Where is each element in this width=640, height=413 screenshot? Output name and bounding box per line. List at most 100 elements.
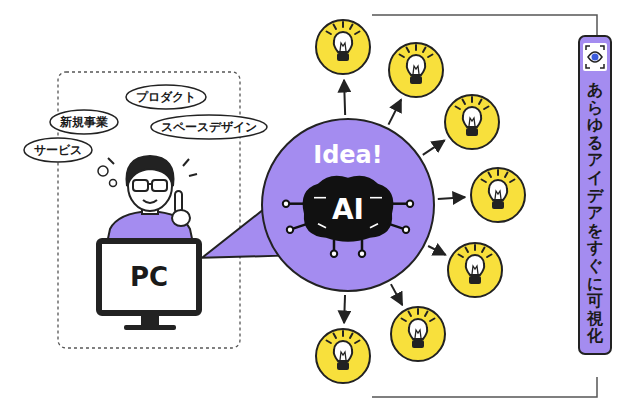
lightbulb-icon [484, 107, 488, 110]
lightbulb-icon [334, 334, 337, 338]
lightbulb-icon [415, 45, 417, 50]
lightbulb-icon [355, 32, 359, 35]
eye-icon [583, 43, 607, 71]
lightbulb-icon [407, 55, 425, 75]
lightbulb-icon [350, 334, 353, 338]
ai-idea-circle: Idea!AI [261, 118, 435, 292]
eye-icon [588, 52, 602, 62]
thought-bubble-outline [50, 110, 118, 134]
arrow-line [438, 197, 465, 199]
bracket-line [372, 377, 597, 397]
lightbulb-icon [428, 55, 432, 58]
person-figure [189, 174, 197, 176]
arrow-line [343, 295, 346, 323]
lightbulb-icon [402, 319, 406, 322]
thought-bubble: 新規事業 [49, 109, 119, 135]
lightbulb-icon [337, 362, 349, 370]
lightbulb-icon [316, 329, 370, 383]
lightbulb-icon [389, 43, 443, 97]
brain-icon [283, 200, 289, 206]
lightbulb-icon [413, 66, 419, 74]
bar-caption: あらゆるアイデアをすぐに可視化 [587, 81, 603, 345]
person-figure [172, 210, 190, 226]
circle-label: AI [332, 194, 364, 226]
lightbulb-icon [495, 191, 501, 199]
thought-bubble-outline [126, 85, 206, 109]
lightbulb-icon [425, 312, 428, 316]
bubble-label: サービス [23, 137, 93, 163]
bubble-label: プロダクト [125, 84, 207, 110]
lightbulb-icon [448, 243, 502, 297]
monitor-stand [124, 325, 176, 330]
lightbulb-icon [482, 248, 485, 252]
lightbulb-icon [391, 307, 445, 361]
arrow-line [388, 99, 401, 124]
lightbulb-icon [334, 32, 352, 52]
lightbulb-icon [482, 180, 486, 183]
bubble-label: 新規事業 [49, 109, 119, 135]
lightbulb-icon [430, 319, 434, 322]
lightbulb-icon [327, 32, 331, 35]
arrow-line [391, 284, 402, 305]
lightbulb-icon [337, 53, 349, 61]
lightbulb-icon [474, 245, 476, 250]
monitor-stand [124, 314, 176, 330]
brain-icon [403, 226, 409, 232]
person-figure [106, 156, 197, 248]
lightbulb-icon [342, 331, 344, 336]
thought-dots [98, 166, 117, 187]
lightbulb-icon [316, 20, 370, 74]
lightbulb-icon [466, 248, 469, 252]
person-figure [108, 158, 114, 164]
lightbulb-icon [445, 95, 499, 149]
lightbulb-icon [415, 330, 421, 338]
brain-icon [331, 250, 337, 256]
eye-icon [592, 54, 599, 61]
bubble-label: スペースデザイン [150, 114, 268, 140]
lightbulb-icon [479, 100, 482, 104]
arrow-line [423, 140, 445, 155]
pc-monitor-outline [99, 241, 199, 313]
brain-icon [283, 176, 413, 257]
lightbulb-icon [466, 128, 478, 136]
lightbulb-icon [487, 255, 491, 258]
lightbulb-icon [466, 255, 484, 275]
person-figure [133, 180, 148, 191]
lightbulb-icon [334, 25, 337, 29]
lightbulb-icon [417, 309, 419, 314]
arrow-line [428, 246, 446, 255]
thought-dots [110, 180, 117, 187]
lightbulb-icon [445, 95, 499, 149]
brain-icon [370, 224, 378, 228]
lightbulb-icon [505, 173, 508, 177]
lightbulb-icon [327, 341, 331, 344]
brain-icon [407, 200, 413, 206]
lightbulb-icon [350, 25, 353, 29]
lightbulb-icon [489, 173, 492, 177]
arrow-line [344, 80, 345, 115]
brain-icon [303, 176, 394, 242]
lightbulb-icon [469, 276, 481, 284]
lightbulb-icon [471, 168, 525, 222]
person-figure [152, 180, 167, 191]
thought-bubble-outline [24, 138, 92, 162]
lightbulb-icon [342, 22, 344, 27]
person-figure [183, 159, 189, 166]
lightbulb-icon [471, 97, 473, 102]
thought-bubble: スペースデザイン [150, 114, 268, 140]
brain-icon [359, 250, 365, 256]
lightbulb-icon [391, 307, 445, 361]
pc-monitor: PC [96, 238, 202, 316]
lightbulb-icon [355, 341, 359, 344]
vertical-caption-bar: あらゆるアイデアをすぐに可視化 [578, 35, 612, 355]
lightbulb-icon [510, 180, 514, 183]
bracket-line [372, 15, 597, 36]
lightbulb-icon [316, 20, 370, 74]
lightbulb-icon [407, 48, 410, 52]
lightbulb-icon [412, 340, 424, 348]
lightbulb-icon [340, 352, 346, 360]
lightbulb-icon [409, 319, 427, 339]
lightbulb-icon [340, 43, 346, 51]
